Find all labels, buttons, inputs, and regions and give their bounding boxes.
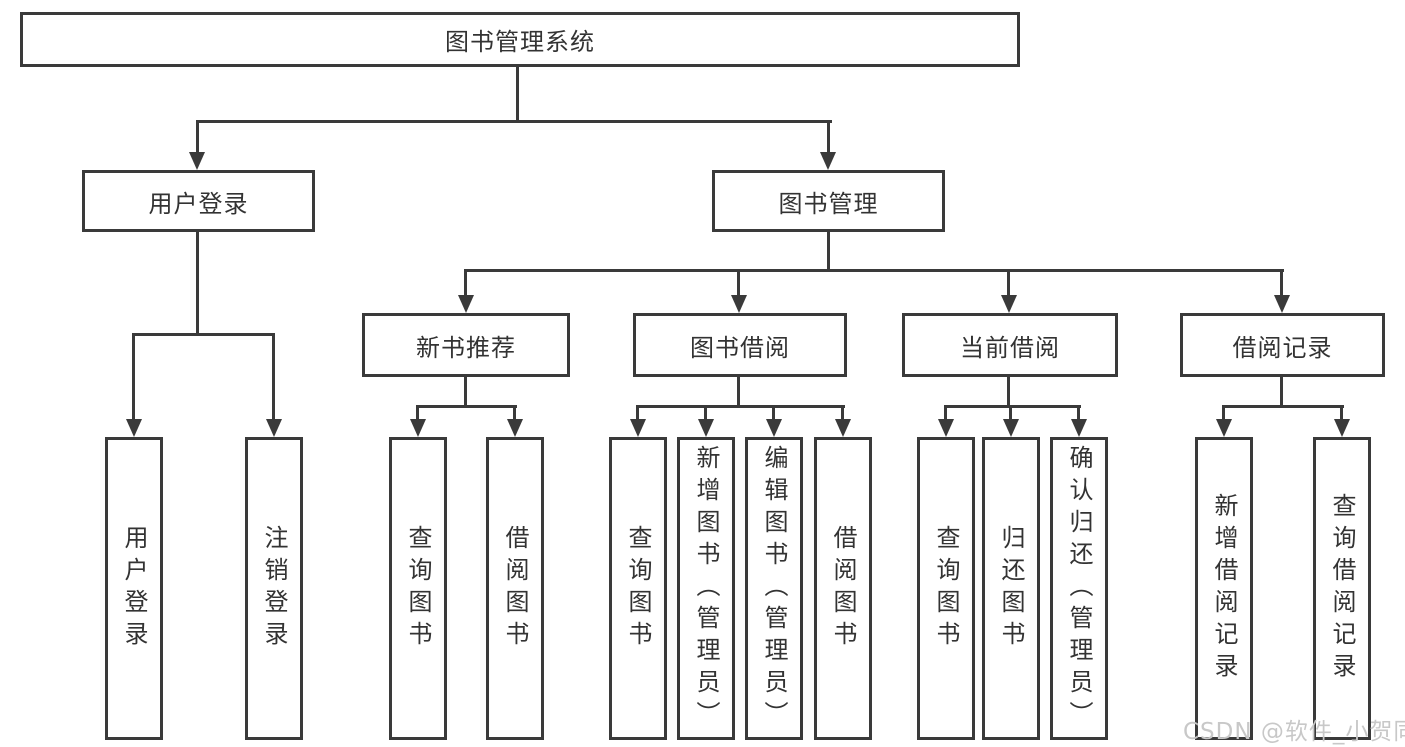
node-new-book-recommend: 新书推荐 [362, 313, 570, 377]
leaf-query-borrow-record: 查询借阅记录 [1313, 437, 1371, 740]
node-label: 查询图书 [932, 524, 960, 653]
leaf-edit-book-admin: 编辑图书（管理员） [745, 437, 803, 740]
leaf-borrow-book: 借阅图书 [814, 437, 872, 740]
node-label: 查询借阅记录 [1328, 492, 1356, 685]
node-label: 用户登录 [148, 189, 249, 218]
leaf-add-book-admin: 新增图书（管理员） [677, 437, 735, 740]
node-borrow-record: 借阅记录 [1180, 313, 1385, 377]
connector-line [1009, 405, 1012, 421]
node-label: 图书管理系统 [445, 28, 595, 56]
connector-line [1007, 377, 1010, 407]
connector-line [636, 405, 639, 421]
arrow-down-icon [835, 419, 851, 437]
connector-line [1222, 405, 1344, 408]
connector-line [1280, 269, 1283, 297]
node-label: 用户登录 [120, 524, 148, 653]
connector-line [737, 269, 740, 297]
connector-line [513, 405, 516, 421]
arrow-down-icon [189, 152, 205, 170]
leaf-query-book-recommend: 查询图书 [389, 437, 447, 740]
node-label: 查询图书 [624, 524, 652, 653]
arrow-down-icon [1334, 419, 1350, 437]
connector-line [841, 405, 844, 421]
connector-line [196, 232, 199, 335]
connector-line [944, 405, 947, 421]
arrow-down-icon [1274, 295, 1290, 313]
leaf-logout: 注销登录 [245, 437, 303, 740]
arrow-down-icon [938, 419, 954, 437]
node-user-login: 用户登录 [82, 170, 315, 232]
node-current-borrow: 当前借阅 [902, 313, 1118, 377]
node-library-management-system: 图书管理系统 [20, 12, 1020, 67]
connector-line [464, 377, 467, 407]
connector-line [772, 405, 775, 421]
arrow-down-icon [731, 295, 747, 313]
csdn-watermark: CSDN @软件_小贺同学 [1183, 719, 1405, 745]
node-label: 图书管理 [778, 189, 879, 218]
node-label: 借阅记录 [1232, 333, 1333, 362]
leaf-add-borrow-record: 新增借阅记录 [1195, 437, 1253, 740]
arrow-down-icon [766, 419, 782, 437]
node-label: 借阅图书 [501, 524, 529, 653]
node-label: 归还图书 [997, 524, 1025, 653]
connector-line [1077, 405, 1080, 421]
connector-line [132, 333, 275, 336]
arrow-down-icon [410, 419, 426, 437]
arrow-down-icon [820, 152, 836, 170]
connector-line [416, 405, 419, 421]
connector-line [196, 120, 832, 123]
node-label: 新书推荐 [416, 333, 516, 362]
connector-line [636, 405, 845, 408]
arrow-down-icon [507, 419, 523, 437]
leaf-query-book-current: 查询图书 [917, 437, 975, 740]
connector-line [272, 333, 275, 421]
connector-line [704, 405, 707, 421]
node-label: 确认归还（管理员） [1065, 444, 1093, 733]
arrow-down-icon [1001, 295, 1017, 313]
node-book-borrow: 图书借阅 [633, 313, 847, 377]
node-label: 新增图书（管理员） [692, 444, 720, 733]
connector-line [944, 405, 1081, 408]
node-label: 查询图书 [404, 524, 432, 653]
leaf-user-login: 用户登录 [105, 437, 163, 740]
arrow-down-icon [266, 419, 282, 437]
connector-line [1222, 405, 1225, 421]
connector-line [827, 120, 830, 154]
connector-line [1340, 405, 1343, 421]
leaf-query-book-borrow: 查询图书 [609, 437, 667, 740]
node-label: 编辑图书（管理员） [760, 444, 788, 733]
node-label: 当前借阅 [960, 333, 1060, 362]
node-label: 新增借阅记录 [1210, 492, 1238, 685]
arrow-down-icon [458, 295, 474, 313]
connector-line [516, 67, 519, 122]
leaf-confirm-return-admin: 确认归还（管理员） [1050, 437, 1108, 740]
connector-line [196, 120, 199, 154]
connector-line [1280, 377, 1283, 407]
connector-line [416, 405, 517, 408]
arrow-down-icon [698, 419, 714, 437]
arrow-down-icon [1003, 419, 1019, 437]
connector-line [1007, 269, 1010, 297]
arrow-down-icon [630, 419, 646, 437]
leaf-borrow-book-recommend: 借阅图书 [486, 437, 544, 740]
arrow-down-icon [126, 419, 142, 437]
connector-line [464, 269, 1284, 272]
leaf-return-book: 归还图书 [982, 437, 1040, 740]
connector-line [464, 269, 467, 297]
node-label: 借阅图书 [829, 524, 857, 653]
arrow-down-icon [1216, 419, 1232, 437]
connector-line [827, 232, 830, 272]
node-label: 注销登录 [260, 524, 288, 653]
connector-line [737, 377, 740, 407]
node-book-management: 图书管理 [712, 170, 945, 232]
arrow-down-icon [1071, 419, 1087, 437]
node-label: 图书借阅 [690, 333, 790, 362]
connector-line [132, 333, 135, 421]
